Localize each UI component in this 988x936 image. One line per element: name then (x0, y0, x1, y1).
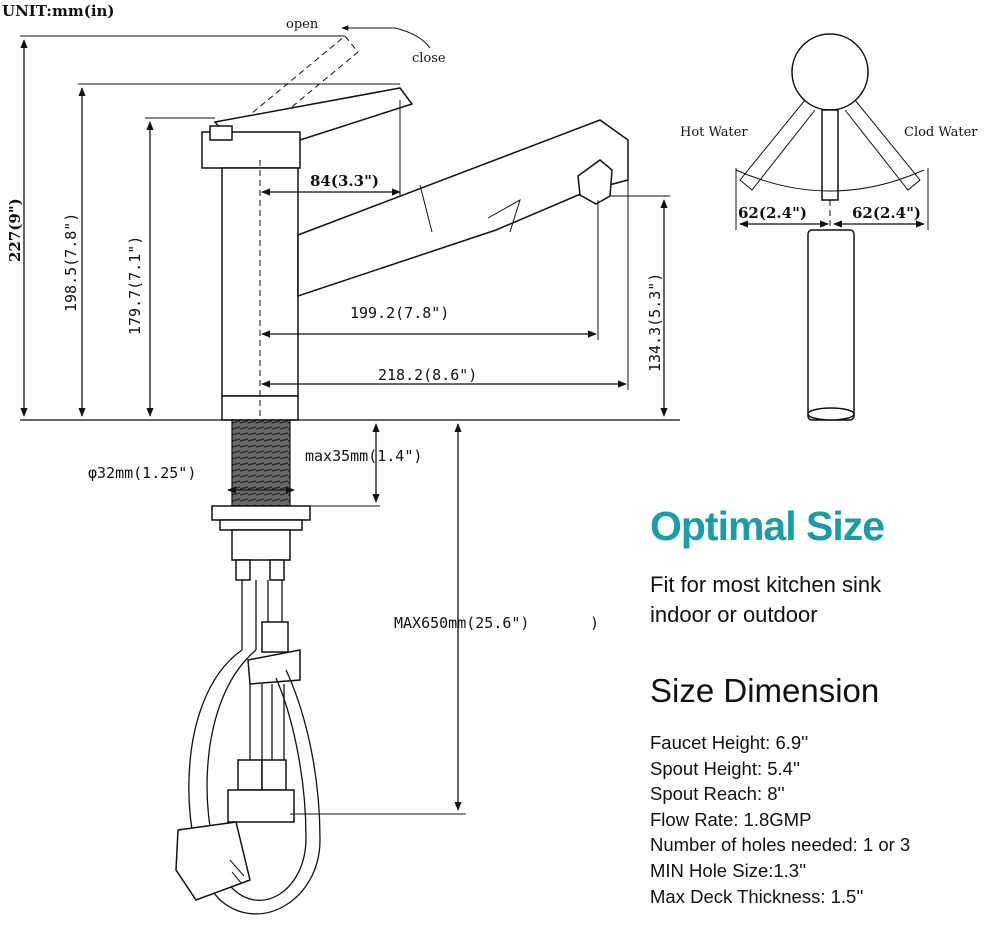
top-view-spout (807, 229, 855, 421)
hot-water-label: Hot Water (680, 125, 748, 140)
section-title: Size Dimension (650, 672, 880, 709)
dim-32mm: φ32mm(1.25") (88, 464, 196, 482)
spec-item: Spout Reach: 8'' (650, 783, 785, 805)
top-view-handle-circle (791, 33, 869, 111)
faucet-top-view (735, 33, 925, 421)
spec-item: MIN Hole Size:1.3'' (650, 859, 807, 881)
spec-item: Flow Rate: 1.8GMP (650, 808, 812, 830)
spec-item: Number of holes needed: 1 or 3 (650, 834, 911, 856)
info-panel: Optimal Size Fit for most kitchen sink i… (650, 500, 980, 909)
dim-199-2: 199.2(7.8") (350, 304, 449, 322)
pullout-hose-loop (188, 649, 321, 915)
spec-item: Faucet Height: 6.9'' (650, 732, 809, 753)
dim-218-2: 218.2(8.6") (378, 366, 477, 384)
spec-item: Spout Height: 5.4'' (650, 757, 801, 779)
faucet-side-view (20, 35, 680, 421)
dim-134-3: 134.3(5.3") (646, 273, 664, 372)
open-label: open (286, 17, 319, 32)
panel-title: Optimal Size (650, 503, 885, 549)
close-label: close (412, 51, 446, 66)
dim-max35: max35mm(1.4") (305, 447, 422, 465)
cold-water-label: Clod Water (904, 125, 978, 140)
subtitle-line-2: indoor or outdoor (650, 602, 818, 627)
dim-max650-close: ) (590, 614, 599, 632)
dim-198-5: 198.5(7.8") (62, 213, 80, 312)
under-deck-assembly (175, 419, 321, 915)
threaded-shank (231, 419, 291, 507)
subtitle-line-1: Fit for most kitchen sink (650, 572, 882, 597)
dim-62-left: 62(2.4") (738, 204, 807, 222)
panel-subtitle: Fit for most kitchen sink indoor or outd… (650, 570, 980, 630)
hose-weight (175, 821, 251, 901)
dim-max650: MAX650mm(25.6") (394, 614, 529, 632)
spec-item: Max Deck Thickness: 1.5'' (650, 885, 864, 907)
dim-total-height: 227(9") (6, 198, 24, 262)
dim-62-right: 62(2.4") (852, 204, 921, 222)
unit-label: UNIT:mm(in) (2, 2, 115, 20)
dim-179-7: 179.7(7.1") (126, 236, 144, 335)
spout (297, 119, 629, 298)
spec-list: Faucet Height: 6.9'' Spout Height: 5.4''… (650, 730, 980, 909)
dim-84: 84(3.3") (310, 172, 379, 190)
